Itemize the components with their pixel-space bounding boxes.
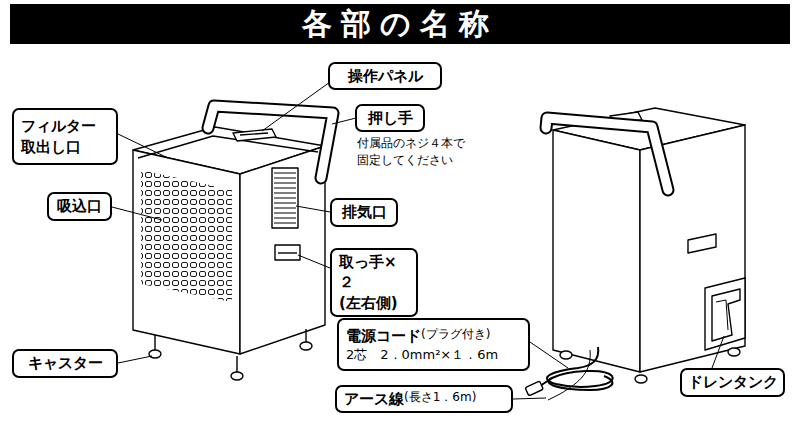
caster-stem [305, 329, 306, 342]
callout-box: 押し手 [355, 104, 425, 132]
earth-wire [548, 350, 590, 400]
intake-grill [141, 170, 232, 302]
leader-line [112, 207, 162, 220]
caster [149, 350, 161, 358]
leader-line [118, 356, 152, 363]
power-cord [547, 347, 613, 390]
drain-tank-bay [705, 278, 745, 350]
callout-box: 吸込口 [47, 192, 112, 221]
caster-stem [236, 356, 237, 372]
callout-text: ドレンタンク [688, 372, 778, 392]
title-band: 各部の名称 [10, 4, 790, 44]
leader-line [332, 118, 356, 124]
callout-text: 押し手 [368, 108, 413, 128]
leader-line [530, 342, 568, 368]
caster [728, 348, 740, 356]
callout-text: 操作パネル [348, 66, 423, 86]
caster [635, 375, 647, 383]
leader-line [513, 398, 546, 399]
callout-text: フィルター 取出し口 [21, 116, 109, 157]
panel-keys [240, 133, 268, 135]
callout-box: アース線(長さ1．6m) [335, 385, 513, 413]
leader-line [296, 206, 330, 212]
caster [560, 351, 572, 359]
drain-tank-edge [716, 300, 728, 330]
caster [231, 372, 243, 380]
caster [300, 342, 312, 350]
callout-text: アース線 [344, 389, 404, 409]
callout-text: 取っ手×２ (左右側) [339, 252, 409, 313]
vent-slats [274, 173, 296, 223]
callout-text: キャスター [28, 353, 103, 373]
caster-stem [154, 335, 155, 350]
unit-front [133, 150, 240, 354]
control-panel [233, 129, 276, 141]
filter-seam [138, 136, 318, 158]
callout-text: 電源コード [346, 326, 421, 346]
callout-box: ドレンタンク [680, 368, 785, 397]
callout-text: 吸込口 [57, 196, 102, 216]
callout-box: フィルター 取出し口 [12, 108, 118, 165]
callout-box: 操作パネル [328, 62, 442, 90]
power-plug [525, 381, 543, 396]
unit-side [240, 146, 325, 354]
push-handle-outline [208, 106, 333, 178]
drain-tank [712, 289, 740, 341]
title-text: 各部の名称 [302, 4, 498, 45]
exhaust-vent [272, 168, 298, 228]
leader-line [712, 336, 724, 368]
callout-box: 電源コード(プラグ付き)2芯 2．0mm²×１．6m [337, 318, 530, 371]
unit-back [553, 130, 640, 372]
callout-box: 排気口 [330, 198, 398, 227]
push-handle [208, 106, 333, 178]
callout-text: 排気口 [342, 202, 387, 222]
callout-box: キャスター [12, 349, 118, 378]
push-handle-outline [546, 118, 668, 190]
leader-line [262, 82, 330, 131]
callout-text: (長さ1．6m) [404, 389, 476, 409]
callout-box: 取っ手×２ (左右側) [330, 248, 418, 317]
leader-line [118, 134, 168, 158]
handle-slot [275, 245, 300, 260]
callout-text: (プラグ付き) [421, 326, 490, 346]
handle-grip [278, 252, 297, 253]
callout-text: 2芯 2．0mm²×１．6m [346, 346, 521, 364]
push-handle [546, 118, 668, 190]
note-text: 付属品のネジ４本で 固定してください [357, 135, 497, 170]
leader-line [298, 255, 330, 268]
handle-slot [688, 234, 716, 253]
